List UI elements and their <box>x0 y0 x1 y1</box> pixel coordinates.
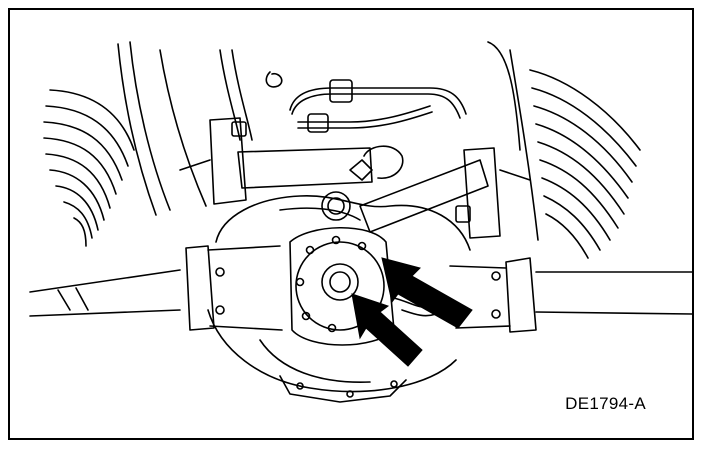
figure-id-label: DE1794-A <box>565 394 646 413</box>
brake-lines <box>219 49 467 141</box>
axle-tubes <box>29 245 692 333</box>
differential-housing <box>207 191 471 403</box>
rear-axle-illustration <box>29 41 692 403</box>
figure-frame: DE1794-A <box>8 8 694 440</box>
right-tire-contours <box>487 41 641 259</box>
arrow-icon <box>351 257 473 367</box>
suspension-arms <box>179 117 531 239</box>
left-tire-contours <box>43 41 207 247</box>
